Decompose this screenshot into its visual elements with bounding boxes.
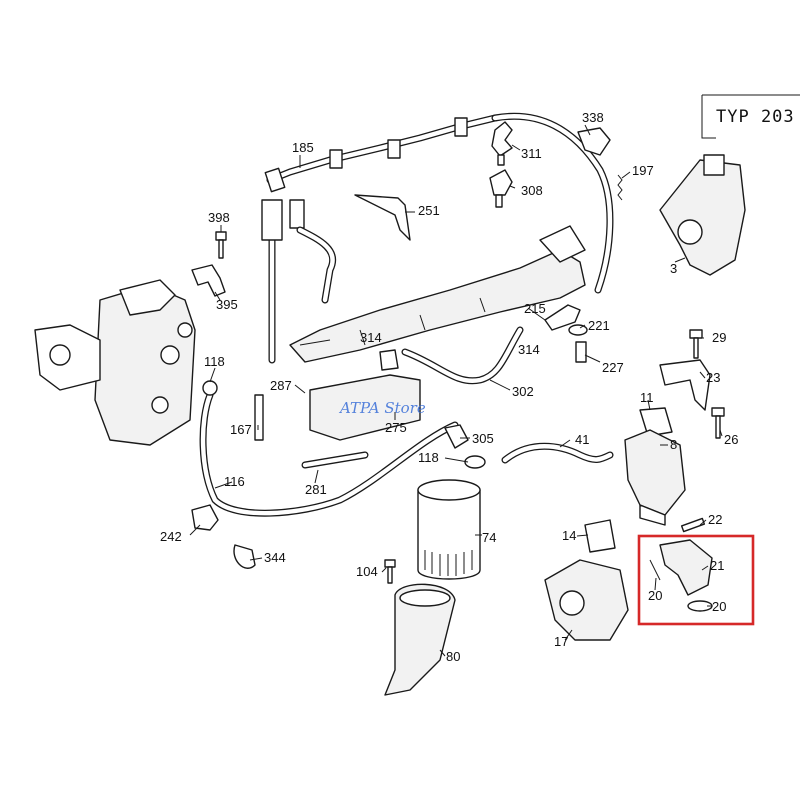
part-label: 11	[640, 390, 654, 405]
housing-8	[624, 429, 686, 526]
part-label: 398	[208, 210, 230, 225]
gasket-11	[639, 407, 673, 437]
seal-20a	[649, 559, 661, 581]
bracket-80	[384, 583, 456, 696]
part-label: 275	[385, 420, 407, 435]
part-label: 21	[710, 558, 724, 573]
part-label: 80	[446, 649, 460, 664]
type-label-box: TYP 203	[701, 94, 800, 139]
part-label: 118	[418, 450, 439, 465]
bolt-104	[384, 559, 396, 584]
part-label: 287	[270, 378, 292, 393]
rod-167	[254, 394, 264, 441]
part-label: 215	[524, 301, 546, 316]
part-label: 395	[216, 297, 238, 312]
clip-308	[489, 169, 513, 208]
part-labels: 185 338 311 197 308 251 398 395 3 215 22…	[160, 110, 738, 664]
part-label: 197	[632, 163, 654, 178]
part-label: 26	[724, 432, 738, 447]
housing-17	[544, 559, 629, 641]
high-pressure-pump	[34, 279, 196, 446]
part-label: 221	[588, 318, 610, 333]
clamp-118b	[464, 455, 486, 469]
bolt-22	[680, 517, 706, 533]
part-label: 14	[562, 528, 576, 543]
bolt-26	[711, 407, 725, 439]
bracket-251	[354, 194, 411, 241]
fitting-305	[444, 424, 469, 449]
bolt-29	[689, 329, 703, 359]
part-label: 8	[670, 437, 677, 452]
highlight-box	[637, 534, 755, 626]
part-label: 167	[230, 422, 252, 437]
part-label: 251	[418, 203, 440, 218]
pipe-21	[659, 539, 713, 596]
seal-221	[568, 324, 588, 336]
part-label: 17	[554, 634, 568, 649]
part-label: 116	[224, 474, 245, 489]
part-label: 308	[521, 183, 543, 198]
screw-227	[575, 341, 587, 363]
part-label: 314	[360, 330, 382, 345]
part-label: 242	[160, 529, 182, 544]
fuel-filter-74	[417, 479, 481, 580]
hose-281	[301, 451, 369, 469]
part-label: 311	[521, 146, 542, 161]
part-label: 22	[708, 512, 722, 527]
hose-41	[501, 442, 614, 464]
part-label: 118	[204, 354, 225, 369]
part-label: 338	[582, 110, 604, 125]
bracket-23	[659, 359, 711, 411]
watermark: ATPA Store	[338, 399, 426, 417]
part-label: 344	[264, 550, 286, 565]
gasket-14	[584, 519, 616, 553]
spring-197	[617, 174, 623, 201]
type-label: TYP 203	[716, 107, 795, 127]
clip-344	[233, 544, 256, 569]
part-label: 29	[712, 330, 726, 345]
fitting-215	[544, 304, 581, 331]
heater-275	[309, 349, 421, 441]
clip-338	[577, 127, 611, 156]
part-label: 3	[670, 261, 677, 276]
part-label: 20	[648, 588, 662, 603]
thermostat-housing-3	[659, 154, 746, 276]
part-label: 305	[472, 431, 494, 446]
part-label: 185	[292, 140, 314, 155]
part-label: 302	[512, 384, 534, 399]
part-label: 104	[356, 564, 378, 579]
part-label: 20	[712, 599, 726, 614]
part-label: 281	[305, 482, 327, 497]
bolt-398	[215, 231, 227, 259]
clamp-395	[191, 264, 226, 297]
part-label: 41	[575, 432, 589, 447]
part-label: 227	[602, 360, 624, 375]
clip-311	[491, 121, 513, 166]
part-label: 23	[706, 370, 720, 385]
fuel-rail-assembly	[261, 112, 614, 364]
part-label: 314	[518, 342, 540, 357]
clip-242	[191, 504, 219, 531]
part-label: 74	[482, 530, 496, 545]
leader-lines	[189, 124, 723, 657]
hose-302	[401, 326, 524, 385]
